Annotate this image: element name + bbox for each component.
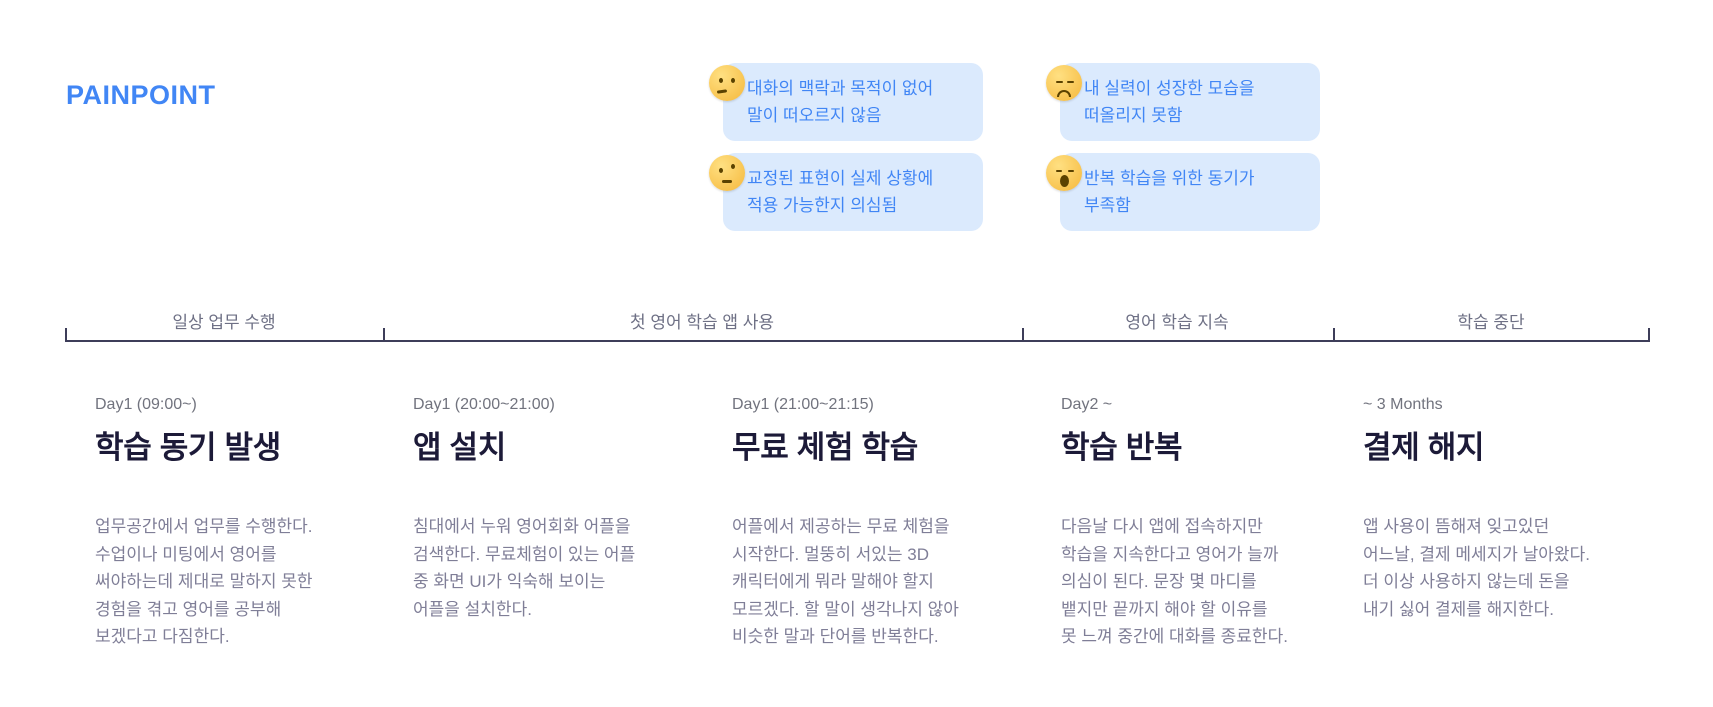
raised-eyebrow-face-icon xyxy=(709,155,745,191)
stage-description: 침대에서 누워 영어회화 어플을 검색한다. 무료체험이 있는 어플 중 화면 … xyxy=(413,517,636,619)
stage-app-install: Day1 (20:00~21:00) 앱 설치 침대에서 누워 영어회화 어플을… xyxy=(413,396,733,623)
stage-description: 다음날 다시 앱에 접속하지만 학습을 지속한다고 영어가 늘까 의심이 된다.… xyxy=(1061,517,1288,646)
painpoint-text: 내 실력이 성장한 모습을 떠올리지 못함 xyxy=(1084,79,1255,125)
painpoint-bubble: 내 실력이 성장한 모습을 떠올리지 못함 xyxy=(1046,63,1320,141)
timeline-phase-label: 영어 학습 지속 xyxy=(1125,313,1229,332)
stage-repeat-learning: Day2 ~ 학습 반복 다음날 다시 앱에 접속하지만 학습을 지속한다고 영… xyxy=(1061,396,1381,651)
timeline-phase-label: 학습 중단 xyxy=(1457,313,1525,332)
pensive-face-icon xyxy=(1046,65,1082,101)
painpoint-bubble: 대화의 맥락과 목적이 없어 말이 떠오르지 않음 xyxy=(709,63,983,141)
timeline-axis xyxy=(65,340,1649,342)
painpoint-text: 반복 학습을 위한 동기가 부족함 xyxy=(1084,169,1255,215)
timeline-phase-label: 일상 업무 수행 xyxy=(172,313,276,332)
stage-time: Day2 ~ xyxy=(1061,396,1113,413)
stage-title: 무료 체험 학습 xyxy=(732,430,918,465)
stage-description: 업무공간에서 업무를 수행한다. 수업이나 미팅에서 영어를 써야하는데 제대로… xyxy=(95,517,313,646)
stage-description: 앱 사용이 뜸해져 잊고있던 어느날, 결제 메세지가 날아왔다. 더 이상 사… xyxy=(1363,517,1590,619)
painpoint-bubble: 반복 학습을 위한 동기가 부족함 xyxy=(1046,153,1320,231)
stage-title: 결제 해지 xyxy=(1363,430,1485,465)
thinking-face-icon xyxy=(709,65,745,101)
yawning-face-icon xyxy=(1046,155,1082,191)
stage-title: 학습 동기 발생 xyxy=(95,430,281,465)
timeline-tick xyxy=(1648,328,1650,342)
stage-time: Day1 (20:00~21:00) xyxy=(413,396,555,413)
stage-cancel-payment: ~ 3 Months 결제 해지 앱 사용이 뜸해져 잊고있던 어느날, 결제 … xyxy=(1363,396,1683,623)
timeline-tick xyxy=(65,328,67,342)
timeline-tick xyxy=(1333,328,1335,342)
stage-free-trial: Day1 (21:00~21:15) 무료 체험 학습 어플에서 제공하는 무료… xyxy=(732,396,1052,651)
timeline-tick xyxy=(383,328,385,342)
stage-time: ~ 3 Months xyxy=(1363,396,1443,413)
stage-title: 앱 설치 xyxy=(413,430,506,465)
painpoint-text: 교정된 표현이 실제 상황에 적용 가능한지 의심됨 xyxy=(747,169,934,215)
page-title: PAINPOINT xyxy=(66,80,216,110)
stage-time: Day1 (09:00~) xyxy=(95,396,197,413)
painpoint-text: 대화의 맥락과 목적이 없어 말이 떠오르지 않음 xyxy=(747,79,934,125)
painpoint-bubble: 교정된 표현이 실제 상황에 적용 가능한지 의심됨 xyxy=(709,153,983,231)
stage-description: 어플에서 제공하는 무료 체험을 시작한다. 멀뚱히 서있는 3D 캐릭터에게 … xyxy=(732,517,959,646)
stage-time: Day1 (21:00~21:15) xyxy=(732,396,874,413)
timeline-phase-label: 첫 영어 학습 앱 사용 xyxy=(629,313,775,332)
timeline-tick xyxy=(1022,328,1024,342)
stage-title: 학습 반복 xyxy=(1061,430,1183,465)
stage-motivation: Day1 (09:00~) 학습 동기 발생 업무공간에서 업무를 수행한다. … xyxy=(95,396,415,651)
